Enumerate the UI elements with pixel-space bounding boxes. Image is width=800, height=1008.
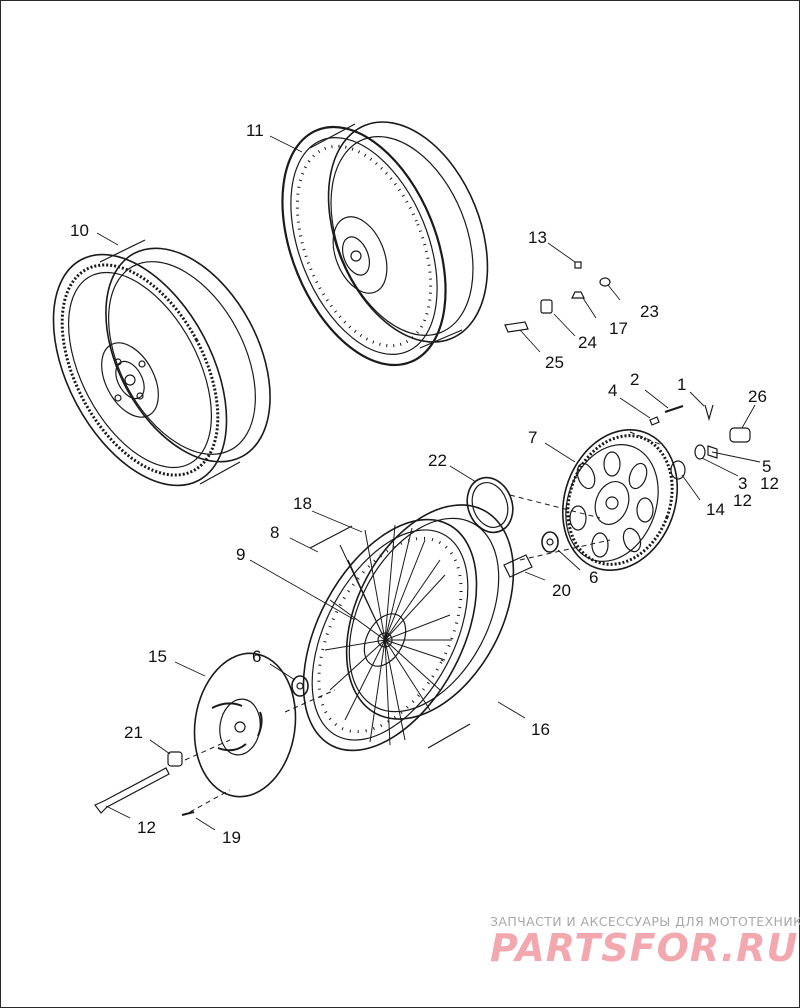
callout-6-right: 6 bbox=[589, 568, 598, 587]
nut bbox=[707, 445, 718, 459]
callout-21: 21 bbox=[124, 723, 143, 742]
callout-2: 2 bbox=[630, 370, 639, 389]
bearing bbox=[291, 675, 309, 697]
callout-22: 22 bbox=[428, 451, 447, 470]
callout-18: 18 bbox=[293, 494, 312, 513]
callout-15: 15 bbox=[148, 647, 167, 666]
callout-24: 24 bbox=[578, 333, 597, 352]
cotter-pin bbox=[704, 404, 714, 422]
callout-14: 14 bbox=[706, 500, 725, 519]
callout-19: 19 bbox=[222, 828, 241, 847]
screw bbox=[181, 811, 195, 816]
callout-13: 13 bbox=[528, 228, 547, 247]
rear-sprocket bbox=[561, 428, 679, 572]
spoked-wheel bbox=[302, 504, 515, 752]
spacer bbox=[503, 554, 533, 578]
bolt bbox=[664, 405, 684, 413]
callout-3: 3 bbox=[738, 474, 747, 493]
seal-ring bbox=[466, 476, 514, 534]
callout-8: 8 bbox=[270, 523, 279, 542]
callout-9: 9 bbox=[236, 545, 245, 564]
callout-10: 10 bbox=[70, 221, 89, 240]
callout-1: 1 bbox=[677, 375, 686, 394]
riveted-disc-wheel bbox=[281, 121, 489, 367]
callout-6-left: 6 bbox=[252, 647, 261, 666]
callout-25: 25 bbox=[545, 353, 564, 372]
callout-12-right-a: 12 bbox=[760, 474, 779, 493]
callout-7: 7 bbox=[528, 428, 537, 447]
callout-23: 23 bbox=[640, 302, 659, 321]
bearing bbox=[541, 531, 559, 553]
balance-weight bbox=[504, 321, 529, 333]
spacer bbox=[670, 460, 686, 480]
callout-4: 4 bbox=[608, 381, 617, 400]
sleeve bbox=[540, 299, 553, 314]
grommet bbox=[599, 277, 611, 287]
callout-16: 16 bbox=[531, 720, 550, 739]
callout-20: 20 bbox=[552, 581, 571, 600]
valve-cap bbox=[574, 261, 582, 269]
brake-rotor bbox=[193, 652, 297, 798]
callout-17: 17 bbox=[609, 319, 628, 338]
callout-26: 26 bbox=[748, 387, 767, 406]
callout-5: 5 bbox=[762, 457, 771, 476]
valve-stem bbox=[571, 291, 585, 299]
watermark-caption: ЗАПЧАСТИ И АКСЕССУАРЫ ДЛЯ МОТОТЕХНИКИ bbox=[490, 914, 800, 929]
callout-11: 11 bbox=[246, 121, 264, 140]
axle bbox=[94, 767, 170, 814]
watermark-brand-logo: PARTSFOR.RU bbox=[490, 926, 799, 970]
spacer-sleeve bbox=[167, 751, 183, 767]
callout-12-bottom: 12 bbox=[137, 818, 156, 837]
callout-12-right-b: 12 bbox=[733, 491, 752, 510]
washer bbox=[649, 416, 660, 426]
disc-wheel bbox=[52, 239, 271, 487]
washer bbox=[694, 444, 706, 460]
axle-cap bbox=[729, 427, 751, 443]
